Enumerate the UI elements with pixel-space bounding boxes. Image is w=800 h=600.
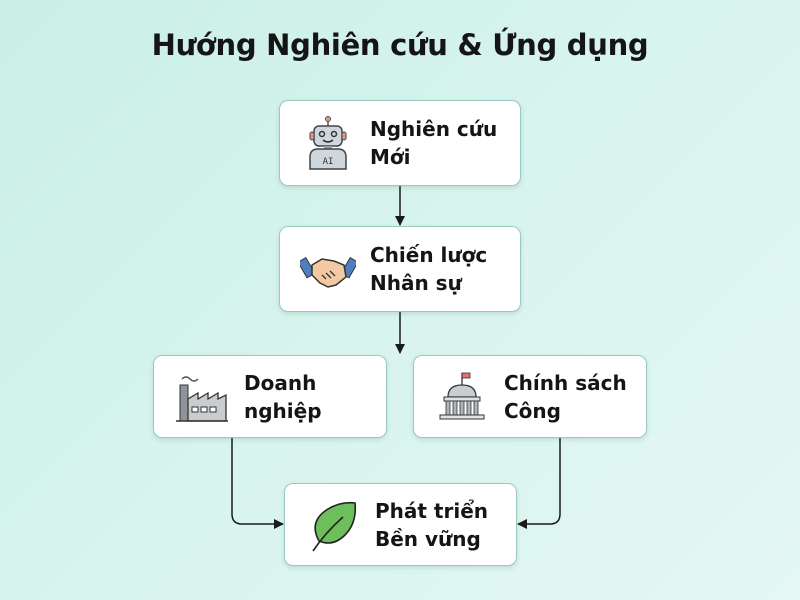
node-label-line2: Công bbox=[504, 398, 561, 423]
node-label-line1: Phát triển bbox=[375, 498, 488, 523]
node-label-line1: Doanh bbox=[244, 370, 317, 395]
leaf-icon bbox=[312, 501, 357, 551]
svg-text:AI: AI bbox=[323, 157, 334, 167]
node-label-line2: nghiệp bbox=[244, 398, 322, 423]
robot-ai-icon: AI bbox=[309, 116, 347, 170]
node-business: Doanh nghiệp bbox=[153, 355, 387, 438]
government-building-icon bbox=[439, 372, 485, 419]
node-label-line2: Bền vững bbox=[375, 526, 481, 551]
factory-icon bbox=[176, 375, 228, 422]
diagram-title: Hướng Nghiên cứu & Ứng dụng bbox=[151, 28, 649, 62]
node-label-line1: Chiến lược bbox=[370, 243, 488, 267]
handshake-icon bbox=[300, 257, 356, 288]
node-label-line1: Nghiên cứu bbox=[370, 117, 498, 141]
node-label-line2: Mới bbox=[370, 145, 411, 169]
edge-policy-sustainable bbox=[517, 438, 561, 529]
node-label-line1: Chính sách bbox=[504, 370, 627, 395]
edge-business-sustainable bbox=[231, 438, 284, 529]
node-label-line2: Nhân sự bbox=[370, 271, 462, 295]
